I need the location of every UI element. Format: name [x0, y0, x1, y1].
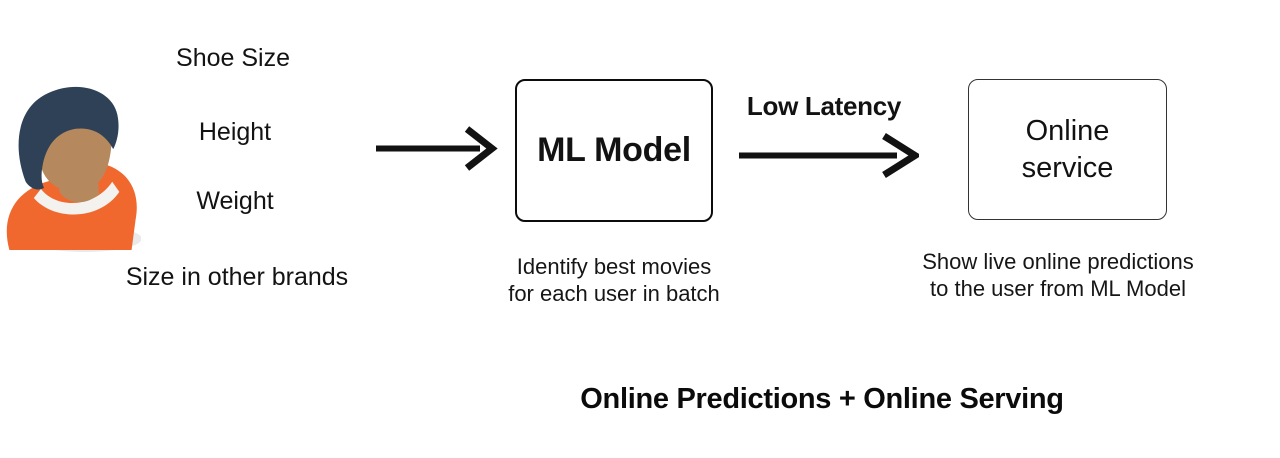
arrow-ml-model-to-online-service [739, 133, 919, 178]
online-service-label-line1: Online [1025, 114, 1110, 147]
avatar-hair-shape [18, 86, 119, 190]
ml-model-caption-line1: Identify best movies [516, 254, 712, 279]
avatar-collar-shape [33, 181, 120, 215]
arrow-user-to-ml-model [376, 126, 498, 171]
feature-label-shoe-size: Shoe Size [176, 44, 290, 72]
feature-label-height: Height [198, 118, 272, 146]
ml-model-caption: Identify best movies for each user in ba… [508, 253, 720, 307]
node-ml-model: ML Model [515, 79, 713, 222]
feature-label-weight: Weight [196, 187, 274, 215]
feature-label-size-other-brands: Size in other brands [125, 263, 349, 291]
online-service-label-line2: service [1021, 151, 1114, 184]
node-online-service: Online service [968, 79, 1167, 220]
online-service-caption: Show live online predictions to the user… [922, 248, 1194, 302]
user-avatar-icon [6, 86, 141, 252]
online-service-caption-line2: to the user from ML Model [930, 276, 1186, 301]
arrow-head [882, 133, 919, 178]
online-service-caption-line1: Show live online predictions [922, 249, 1194, 274]
diagram-title: Online Predictions + Online Serving [580, 383, 1064, 415]
ml-model-label: ML Model [537, 131, 691, 169]
ml-model-caption-line2: for each user in batch [508, 281, 720, 306]
arrow-head [464, 126, 498, 171]
low-latency-label: Low Latency [746, 91, 902, 121]
